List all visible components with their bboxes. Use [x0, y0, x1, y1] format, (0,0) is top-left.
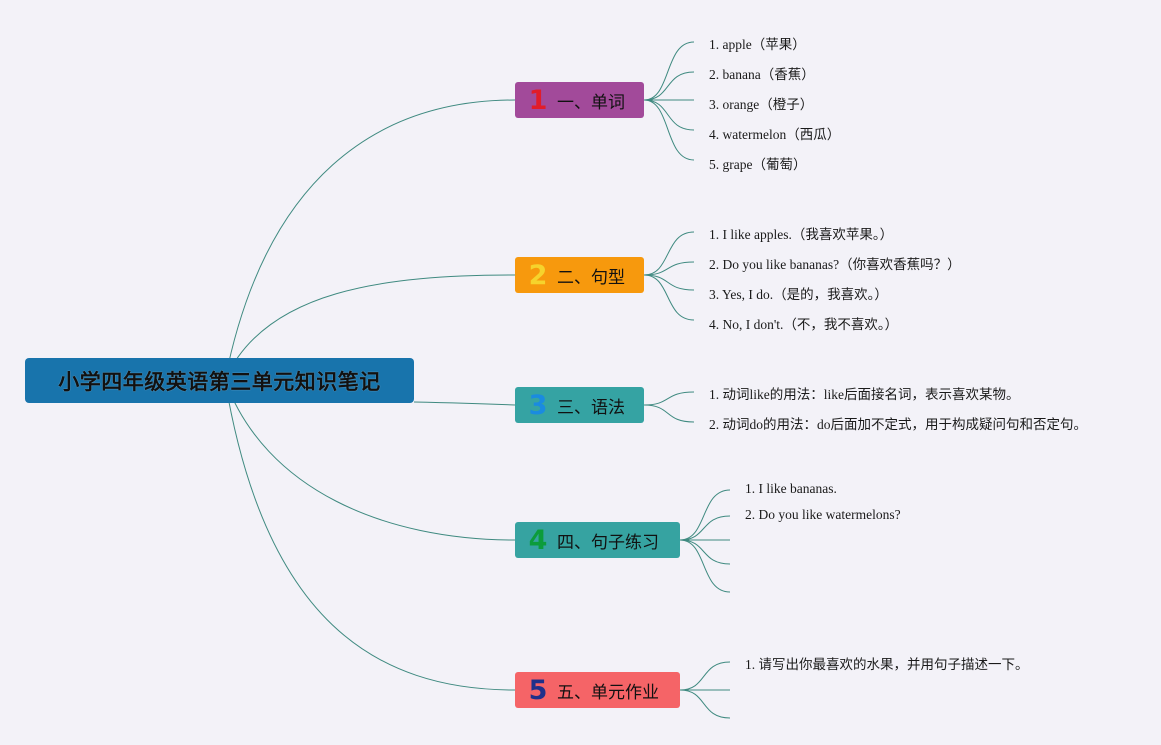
- connector-line: [679, 661, 731, 691]
- branch-label: 五、单元作业: [557, 682, 659, 703]
- branch-sentence-practice[interactable]: 4 四、句子练习: [515, 522, 680, 558]
- sentence-pattern-item[interactable]: 4. No, I don't.（不，我不喜欢。）: [709, 317, 899, 332]
- homework-item[interactable]: 1. 请写出你最喜欢的水果，并用句子描述一下。: [745, 657, 1029, 672]
- vocab-item[interactable]: 4. watermelon（西瓜）: [709, 127, 841, 142]
- connector-line: [643, 41, 695, 101]
- sentence-pattern-item[interactable]: 1. I like apples.（我喜欢苹果。）: [709, 227, 894, 242]
- connector-line: [643, 274, 695, 321]
- number-4-icon: 4: [528, 524, 548, 556]
- vocab-item[interactable]: 1. apple（苹果）: [709, 37, 806, 52]
- number-1-icon: 1: [528, 84, 548, 116]
- vocab-item[interactable]: 2. banana（香蕉）: [709, 67, 815, 82]
- vocab-item[interactable]: 5. grape（葡萄）: [709, 157, 807, 172]
- sentence-pattern-item[interactable]: 2. Do you like bananas?（你喜欢香蕉吗？）: [709, 257, 961, 272]
- connector-line: [224, 274, 516, 381]
- grammar-item[interactable]: 1. 动词like的用法：like后面接名词，表示喜欢某物。: [709, 387, 1020, 402]
- root-node[interactable]: 小学四年级英语第三单元知识笔记: [25, 358, 414, 403]
- connector-line: [679, 539, 731, 565]
- grammar-item[interactable]: 2. 动词do的用法：do后面加不定式，用于构成疑问句和否定句。: [709, 417, 1087, 432]
- connector-line: [643, 99, 695, 131]
- connector-line: [679, 539, 731, 593]
- number-2-icon: 2: [528, 259, 548, 291]
- connector-line: [643, 71, 695, 101]
- branch-label: 三、语法: [557, 397, 625, 418]
- root-title: 小学四年级英语第三单元知识笔记: [58, 369, 381, 394]
- connector-line: [643, 274, 695, 291]
- branch-label: 四、句子练习: [557, 532, 659, 553]
- branch-homework[interactable]: 5 五、单元作业: [515, 672, 680, 708]
- number-3-icon: 3: [528, 389, 548, 421]
- practice-item[interactable]: 1. I like bananas.: [745, 481, 837, 496]
- connector-line: [643, 261, 695, 276]
- connector-line: [679, 489, 731, 541]
- branch-grammar[interactable]: 3 三、语法: [515, 387, 644, 423]
- connector-line: [643, 99, 695, 161]
- connector-line: [224, 379, 516, 541]
- practice-item[interactable]: 2. Do you like watermelons?: [745, 507, 901, 522]
- branch-label: 一、单词: [557, 92, 625, 113]
- sentence-pattern-item[interactable]: 3. Yes, I do.（是的，我喜欢。）: [709, 287, 888, 302]
- connector-line: [643, 391, 695, 406]
- vocab-item[interactable]: 3. orange（橙子）: [709, 97, 814, 112]
- branch-vocabulary[interactable]: 1 一、单词: [515, 82, 644, 118]
- connector-line: [224, 379, 516, 691]
- connector-line: [643, 231, 695, 276]
- number-5-icon: 5: [528, 674, 548, 706]
- connector-line: [643, 404, 695, 423]
- branch-sentence-patterns[interactable]: 2 二、句型: [515, 257, 644, 293]
- connector-line: [679, 689, 731, 719]
- connector-line: [224, 99, 516, 381]
- connector-line: [679, 515, 731, 541]
- connector-line: [413, 401, 516, 406]
- branch-label: 二、句型: [557, 267, 625, 288]
